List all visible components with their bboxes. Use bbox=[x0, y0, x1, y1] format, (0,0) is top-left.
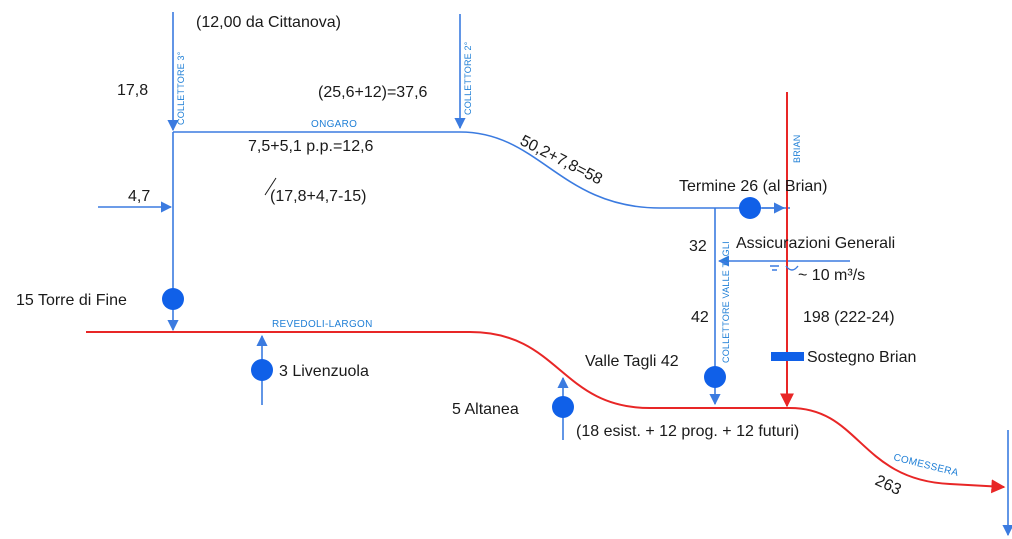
sostegno-brian-marker bbox=[771, 352, 804, 361]
comessera-channel-label: COMESSERA bbox=[892, 452, 959, 479]
brian-channel-label: BRIAN bbox=[792, 134, 802, 163]
termine-node bbox=[739, 197, 761, 219]
vt-upper-label: 32 bbox=[689, 238, 707, 255]
valle-tagli-label: Valle Tagli 42 bbox=[585, 353, 679, 370]
revedoli-largon-channel bbox=[86, 331, 1006, 494]
comessera-value-label: 263 bbox=[872, 472, 903, 499]
altanea-detail-label: (18 esist. + 12 prog. + 12 futuri) bbox=[576, 423, 799, 440]
sostegno-brian-label: Sostegno Brian bbox=[807, 349, 916, 366]
ongaro-value-label: 7,5+5,1 p.p.=12,6 bbox=[248, 138, 374, 155]
livenzuola-label: 3 Livenzuola bbox=[279, 363, 369, 380]
ongaro-channel bbox=[173, 131, 790, 209]
ongaro-note-label: (17,8+4,7-15) bbox=[270, 188, 367, 205]
assicurazioni-label: Assicurazioni Generali bbox=[736, 235, 895, 252]
torre-di-fine-node bbox=[162, 288, 184, 310]
inflow-4-7-label: 4,7 bbox=[128, 188, 150, 205]
torre-di-fine-label: 15 Torre di Fine bbox=[16, 292, 127, 309]
livenzuola-node bbox=[251, 359, 273, 381]
collettore-valle-tagli-label: COLLETTORE VALLE TAGLI bbox=[721, 241, 731, 363]
altanea-node bbox=[552, 396, 574, 418]
c3-value-label: 17,8 bbox=[117, 82, 148, 99]
collettore-3-label: COLLETTORE 3° bbox=[176, 51, 186, 125]
ongaro-out-label: 50,2+7,8=58 bbox=[517, 132, 605, 188]
ongaro-channel-label: ONGARO bbox=[311, 119, 357, 130]
cittanova-label: (12,00 da Cittanova) bbox=[196, 14, 341, 31]
revedoli-largon-channel-label: REVEDOLI-LARGON bbox=[272, 319, 373, 330]
termine-label: Termine 26 (al Brian) bbox=[679, 178, 828, 195]
ongaro-note-leader bbox=[264, 177, 277, 196]
assicurazioni-hook-symbol bbox=[770, 265, 799, 271]
assicurazioni-flow-label: ~ 10 m³/s bbox=[798, 267, 865, 284]
altanea-label: 5 Altanea bbox=[452, 401, 519, 418]
vt-lower-label: 42 bbox=[691, 309, 709, 326]
collettore-2-label: COLLETTORE 2° bbox=[463, 41, 473, 115]
valle-tagli-node bbox=[704, 366, 726, 388]
brian-value-label: 198 (222-24) bbox=[803, 309, 895, 326]
c2-value-label: (25,6+12)=37,6 bbox=[318, 84, 428, 101]
